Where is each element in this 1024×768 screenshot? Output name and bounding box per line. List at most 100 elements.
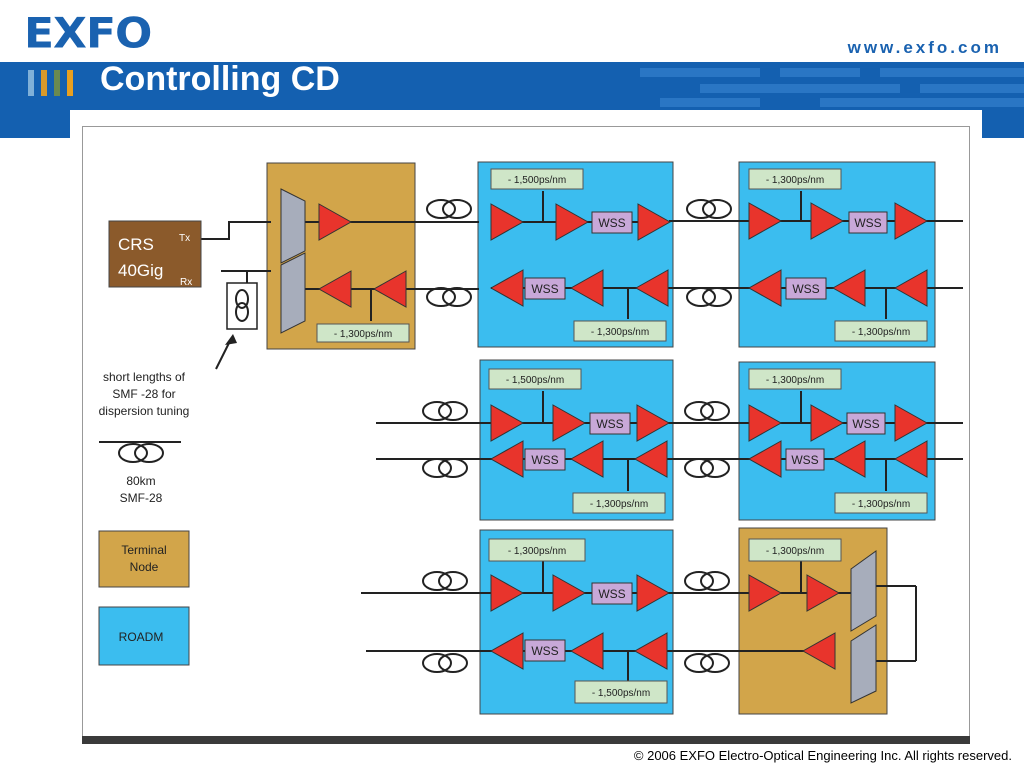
amplifier-icon bbox=[372, 270, 407, 308]
legend-roadm-swatch bbox=[98, 606, 190, 666]
amplifier-icon bbox=[748, 202, 783, 240]
crs-40gig-box bbox=[108, 220, 202, 288]
tick-4 bbox=[67, 70, 73, 96]
wss-label: WSS bbox=[531, 453, 558, 467]
dcm-label: - 1,300ps/nm bbox=[766, 546, 824, 557]
crs-40gig-label: 40Gig bbox=[118, 261, 163, 280]
fiber-coil-icon bbox=[422, 458, 468, 478]
arrow-head-icon bbox=[225, 334, 237, 345]
title-bar bbox=[0, 62, 1024, 110]
title-bar-left-tab bbox=[0, 110, 70, 138]
wss-label: WSS bbox=[531, 644, 558, 658]
mux-icon bbox=[850, 624, 877, 704]
mux-icon bbox=[280, 188, 306, 264]
fiber-coil-icon bbox=[684, 653, 730, 673]
exfo-logo: EXFO bbox=[24, 9, 152, 58]
wss-label: WSS bbox=[531, 282, 558, 296]
amplifier-icon bbox=[831, 269, 866, 307]
amplifier-icon bbox=[490, 203, 525, 241]
fiber-coil-icon bbox=[422, 653, 468, 673]
fiber-coil-icon bbox=[684, 458, 730, 478]
legend-terminal-line-1: Terminal bbox=[121, 543, 166, 557]
dcm-label: - 1,500ps/nm bbox=[506, 375, 564, 386]
annotation: short lengths of SMF -28 for dispersion … bbox=[99, 370, 190, 418]
wss-label: WSS bbox=[596, 417, 623, 431]
copyright-notice: © 2006 EXFO Electro-Optical Engineering … bbox=[633, 748, 1012, 763]
amplifier-icon bbox=[633, 440, 668, 478]
annotation-line-2: SMF -28 for bbox=[112, 387, 175, 401]
dcm-label: - 1,300ps/nm bbox=[591, 327, 649, 338]
frame-bottom-bar bbox=[82, 736, 970, 744]
dcm-label: - 1,300ps/nm bbox=[852, 327, 910, 338]
amplifier-icon bbox=[318, 203, 353, 241]
amplifier-icon bbox=[317, 270, 352, 308]
amplifier-icon bbox=[806, 574, 841, 612]
tick-1 bbox=[28, 70, 34, 96]
wss-label: WSS bbox=[854, 216, 881, 230]
amplifier-icon bbox=[831, 440, 866, 478]
wss-box bbox=[785, 277, 827, 300]
roadm-1b bbox=[738, 161, 936, 348]
amplifier-icon bbox=[893, 269, 928, 307]
amplifier-icon bbox=[569, 632, 604, 670]
amplifier-icon bbox=[636, 404, 671, 442]
network-diagram: CRS 40Gig Tx Rx bbox=[98, 161, 963, 715]
legend-terminal-swatch bbox=[98, 530, 190, 588]
tick-2 bbox=[41, 70, 47, 96]
annotation-line-1: short lengths of bbox=[103, 370, 186, 384]
amplifier-icon bbox=[748, 574, 783, 612]
wss-box bbox=[524, 639, 566, 662]
amplifier-icon bbox=[894, 202, 929, 240]
tick-3 bbox=[54, 70, 60, 96]
amplifier-icon bbox=[569, 440, 604, 478]
amplifier-icon bbox=[489, 440, 524, 478]
fiber-coil-icon bbox=[422, 571, 468, 591]
amplifier-icon bbox=[555, 203, 590, 241]
fiber-coil-icon bbox=[686, 287, 732, 307]
amplifier-icon bbox=[747, 440, 782, 478]
wss-modules: WSS WSS WSS WSS WSS WSS WSS WSS WSS WSS bbox=[524, 211, 888, 662]
wss-label: WSS bbox=[598, 216, 625, 230]
amplifier-icon bbox=[490, 574, 525, 612]
fiber-coil-icon bbox=[118, 443, 164, 463]
wss-box bbox=[591, 211, 633, 234]
dcm-label: - 1,300ps/nm bbox=[766, 175, 824, 186]
demux-icon bbox=[850, 550, 877, 632]
legend-roadm-label: ROADM bbox=[119, 630, 164, 644]
legend-fiber-line-2: SMF-28 bbox=[120, 491, 163, 505]
fiber-coil-icon bbox=[684, 401, 730, 421]
legend-fiber-line-1: 80km bbox=[126, 474, 155, 488]
title-bar-right-tab bbox=[982, 110, 1024, 138]
wss-label: WSS bbox=[792, 282, 819, 296]
wss-box bbox=[785, 448, 825, 471]
amplifier-icon bbox=[552, 404, 587, 442]
dcm-label: - 1,300ps/nm bbox=[590, 499, 648, 510]
wss-label: WSS bbox=[852, 417, 879, 431]
fiber-coil-icon bbox=[684, 571, 730, 591]
wss-label: WSS bbox=[598, 587, 625, 601]
amplifier-icon bbox=[801, 632, 836, 670]
amplifier-icon bbox=[633, 632, 668, 670]
dcm-label: - 1,300ps/nm bbox=[334, 329, 392, 340]
dcm-label: - 1,300ps/nm bbox=[852, 499, 910, 510]
crs-tx-label: Tx bbox=[179, 233, 190, 244]
wss-box bbox=[524, 448, 566, 471]
fiber-coil-icon bbox=[426, 199, 472, 219]
amplifier-icon bbox=[893, 440, 928, 478]
amplifier-icon bbox=[490, 404, 525, 442]
amplifier-icon bbox=[810, 202, 845, 240]
wss-box bbox=[846, 412, 886, 435]
amplifier-icon bbox=[894, 404, 929, 442]
roadm-1a bbox=[477, 161, 674, 348]
legend: 80km SMF-28 Terminal Node ROADM bbox=[98, 474, 190, 666]
fiber-coil-icon bbox=[686, 199, 732, 219]
amplifier-icon bbox=[747, 269, 782, 307]
amplifier-icon bbox=[636, 574, 671, 612]
website-url[interactable]: www.exfo.com bbox=[847, 38, 1002, 57]
fiber-coil-icon bbox=[422, 401, 468, 421]
dcm-label: - 1,500ps/nm bbox=[508, 175, 566, 186]
demux-icon bbox=[280, 252, 306, 334]
dcm-label: - 1,300ps/nm bbox=[766, 375, 824, 386]
wss-box bbox=[589, 412, 631, 435]
amplifier-icon bbox=[810, 404, 845, 442]
